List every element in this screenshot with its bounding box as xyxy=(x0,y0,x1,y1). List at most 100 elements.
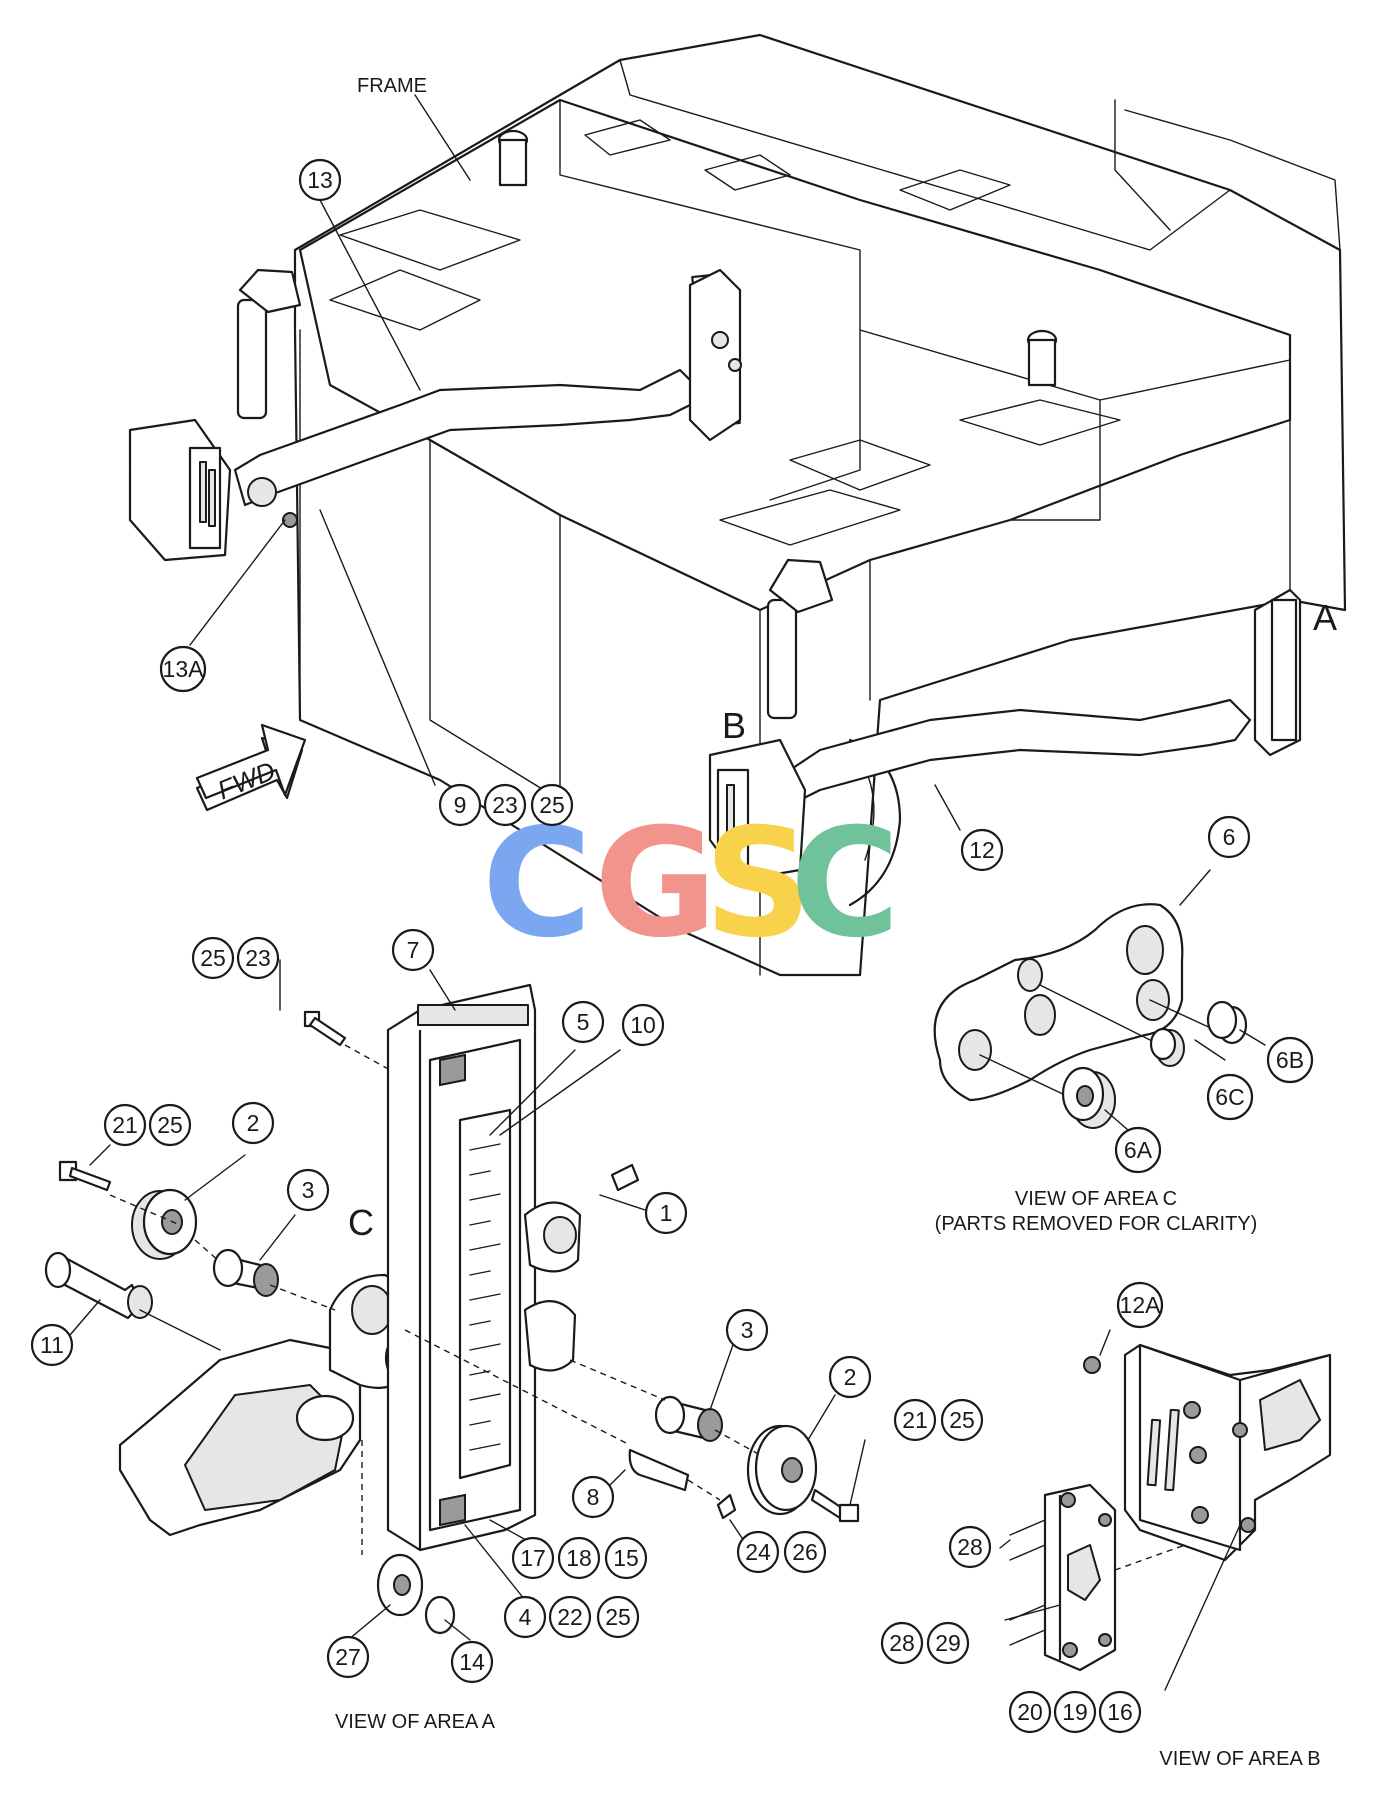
callout-28-upper: 28 xyxy=(948,1525,992,1569)
svg-text:6A: 6A xyxy=(1124,1137,1153,1163)
svg-text:13A: 13A xyxy=(163,656,205,682)
view-c-title: VIEW OF AREA C xyxy=(1015,1188,1177,1210)
watermark-letter-3: S xyxy=(704,797,812,971)
svg-text:17: 17 xyxy=(520,1545,546,1571)
callout-3-right: 3 xyxy=(725,1308,769,1352)
callout-10: 10 xyxy=(621,1003,665,1047)
svg-text:28: 28 xyxy=(957,1534,983,1560)
svg-text:3: 3 xyxy=(302,1177,315,1203)
callout-17: 17 xyxy=(511,1536,555,1580)
callout-9: 9 xyxy=(438,783,482,827)
callout-13: 13 xyxy=(298,158,342,202)
frame-assembly xyxy=(128,33,1347,977)
svg-text:25: 25 xyxy=(539,792,565,818)
callout-20: 20 xyxy=(1008,1690,1052,1734)
callout-2-left: 2 xyxy=(231,1101,275,1145)
svg-text:13: 13 xyxy=(307,167,333,193)
svg-text:1: 1 xyxy=(660,1200,673,1226)
callout-25-top: 25 xyxy=(530,783,574,827)
callout-8: 8 xyxy=(571,1475,615,1519)
svg-text:6C: 6C xyxy=(1215,1084,1244,1110)
view-a-title: VIEW OF AREA A xyxy=(335,1711,496,1733)
callout-25-bottom: 25 xyxy=(596,1595,640,1639)
callout-2-right: 2 xyxy=(828,1355,872,1399)
callout-3-left: 3 xyxy=(286,1168,330,1212)
view-area-c: VIEW OF AREA C (PARTS REMOVED FOR CLARIT… xyxy=(933,869,1266,1235)
svg-text:7: 7 xyxy=(407,937,420,963)
callout-13a: 13A xyxy=(159,645,207,693)
callout-1: 1 xyxy=(644,1191,688,1235)
callout-25-right: 25 xyxy=(940,1398,984,1442)
callout-6: 6 xyxy=(1207,815,1251,859)
callout-21-left: 21 xyxy=(103,1103,147,1147)
area-c-label: C xyxy=(348,1202,374,1243)
svg-text:19: 19 xyxy=(1062,1699,1088,1725)
callout-4: 4 xyxy=(503,1595,547,1639)
area-b-label: B xyxy=(722,705,746,746)
svg-text:23: 23 xyxy=(492,792,518,818)
callout-6a: 6A xyxy=(1114,1126,1162,1174)
callout-28-lower: 28 xyxy=(880,1621,924,1665)
svg-text:21: 21 xyxy=(112,1112,138,1138)
callout-26: 26 xyxy=(783,1530,827,1574)
svg-text:22: 22 xyxy=(557,1604,583,1630)
svg-text:21: 21 xyxy=(902,1407,928,1433)
svg-text:8: 8 xyxy=(587,1484,600,1510)
callout-29: 29 xyxy=(926,1621,970,1665)
scale-ticks xyxy=(469,1143,501,1451)
svg-text:26: 26 xyxy=(792,1539,818,1565)
view-area-a: VIEW OF AREA A C xyxy=(44,959,866,1733)
area-a-label: A xyxy=(1313,597,1337,638)
svg-text:18: 18 xyxy=(566,1545,592,1571)
svg-text:11: 11 xyxy=(40,1332,64,1358)
watermark-letter-2: G xyxy=(594,797,717,971)
svg-text:12A: 12A xyxy=(1120,1292,1162,1318)
callout-16: 16 xyxy=(1098,1690,1142,1734)
svg-text:12: 12 xyxy=(969,837,995,863)
svg-text:6B: 6B xyxy=(1276,1047,1304,1073)
svg-text:20: 20 xyxy=(1017,1699,1043,1725)
svg-text:25: 25 xyxy=(605,1604,631,1630)
svg-text:15: 15 xyxy=(613,1545,639,1571)
callout-22: 22 xyxy=(548,1595,592,1639)
svg-text:4: 4 xyxy=(519,1604,532,1630)
callout-23-bolt: 23 xyxy=(236,936,280,980)
leader-lines-top xyxy=(189,94,961,831)
callout-27: 27 xyxy=(326,1635,370,1679)
callout-11: 11 xyxy=(30,1323,74,1367)
svg-text:5: 5 xyxy=(577,1009,590,1035)
watermark: C G S C xyxy=(482,797,900,971)
callout-24: 24 xyxy=(736,1530,780,1574)
callout-6c: 6C xyxy=(1206,1073,1254,1121)
callout-14: 14 xyxy=(450,1640,494,1684)
callout-21-right: 21 xyxy=(893,1398,937,1442)
svg-text:29: 29 xyxy=(935,1630,961,1656)
svg-text:24: 24 xyxy=(745,1539,771,1565)
svg-text:23: 23 xyxy=(245,945,271,971)
callout-5: 5 xyxy=(561,1000,605,1044)
watermark-letter-4: C xyxy=(790,797,900,971)
callout-25-left: 25 xyxy=(148,1103,192,1147)
svg-text:2: 2 xyxy=(844,1364,857,1390)
svg-text:25: 25 xyxy=(157,1112,183,1138)
svg-text:28: 28 xyxy=(889,1630,915,1656)
view-c-subtitle: (PARTS REMOVED FOR CLARITY) xyxy=(935,1213,1258,1235)
svg-text:14: 14 xyxy=(459,1649,485,1675)
callouts: 13 13A 9 23 25 12 6 6B 6C 6A 7 25 23 5 1… xyxy=(30,158,1314,1734)
callout-12: 12 xyxy=(960,828,1004,872)
callout-23-top: 23 xyxy=(483,783,527,827)
svg-text:10: 10 xyxy=(630,1012,656,1038)
watermark-letter-1: C xyxy=(482,797,592,971)
callout-18: 18 xyxy=(557,1536,601,1580)
callout-25-bolt: 25 xyxy=(191,936,235,980)
svg-text:25: 25 xyxy=(949,1407,975,1433)
svg-text:16: 16 xyxy=(1107,1699,1133,1725)
svg-text:3: 3 xyxy=(741,1317,754,1343)
svg-text:2: 2 xyxy=(247,1110,260,1136)
callout-7: 7 xyxy=(391,928,435,972)
svg-text:27: 27 xyxy=(335,1644,361,1670)
svg-text:6: 6 xyxy=(1223,824,1236,850)
callout-6b: 6B xyxy=(1266,1036,1314,1084)
callout-12a: 12A xyxy=(1116,1281,1164,1329)
